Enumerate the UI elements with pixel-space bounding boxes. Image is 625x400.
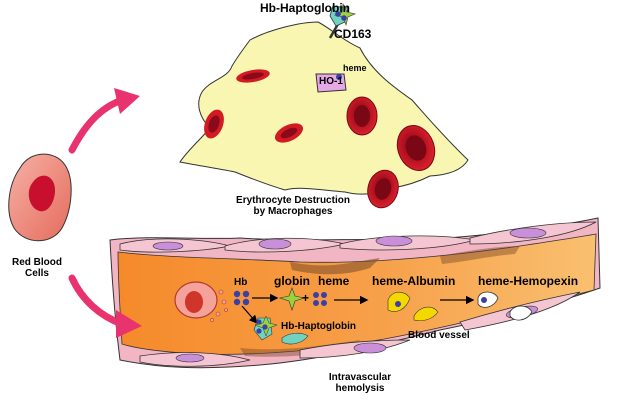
- cd163-receptor-icon: [328, 2, 356, 39]
- rbc-in-macrophage-1: [236, 69, 270, 83]
- hb-label: Hb: [234, 277, 248, 288]
- erythrocyte-destruction-label: Erythrocyte Destruction by Macrophages: [228, 195, 358, 217]
- globin-label: globin: [274, 274, 310, 288]
- rbc-in-macrophage-2: [204, 109, 224, 139]
- heme-vessel-label: heme: [318, 274, 350, 288]
- erythrocyte-destruction-line1: Erythrocyte Destruction: [236, 195, 350, 206]
- ho1-label: HO-1: [319, 76, 343, 87]
- pink-arrow-down: [68, 274, 142, 338]
- rbc-in-macrophage-6: [367, 169, 399, 209]
- red-blood-cells-label: Red Blood Cells: [2, 257, 72, 279]
- rbc-in-macrophage-4: [346, 96, 378, 136]
- heme-albumin-label: heme-Albumin: [372, 274, 456, 288]
- macrophage-icon: [179, 21, 469, 195]
- hb-haptoglobin-vessel-label: Hb-Haptoglobin: [281, 321, 356, 332]
- free-heme-icon: [313, 292, 327, 306]
- intravascular-line2: hemolysis: [335, 382, 385, 394]
- heme-macrophage-label: heme: [343, 63, 367, 73]
- pink-arrow-up: [68, 88, 140, 154]
- intravascular-line1: Intravascular: [328, 372, 392, 383]
- pathway-arrows: [241, 293, 475, 324]
- globin-icon: [278, 287, 306, 311]
- heme-hemopexin-label: heme-Hemopexin: [478, 274, 579, 288]
- albumin-icon: [387, 291, 439, 322]
- lysing-rbc-icon: [174, 281, 228, 322]
- intravascular-hemolysis-label: Intravascular hemolysis: [315, 372, 405, 394]
- erythrocyte-destruction-line2: by Macrophages: [253, 205, 333, 217]
- hb-haptoglobin-top-label: Hb-Haptoglobin: [260, 1, 350, 15]
- hemopexin-icon: [477, 291, 533, 321]
- rbc-in-macrophage-5: [396, 125, 436, 171]
- rbc-in-macrophage-3: [274, 123, 304, 143]
- ho1-enzyme-icon: [315, 73, 347, 93]
- blood-vessel-icon: [109, 217, 601, 369]
- red-blood-cell-icon: [8, 153, 72, 242]
- red-blood-line1: Red Blood: [12, 257, 62, 268]
- plus-label: +: [302, 291, 310, 305]
- cd163-label: CD163: [334, 27, 372, 41]
- blood-vessel-label: Blood vessel: [408, 330, 470, 341]
- red-blood-line2: Cells: [25, 267, 49, 279]
- heme-icon: [233, 290, 250, 306]
- haptoglobin-icon: [253, 315, 309, 345]
